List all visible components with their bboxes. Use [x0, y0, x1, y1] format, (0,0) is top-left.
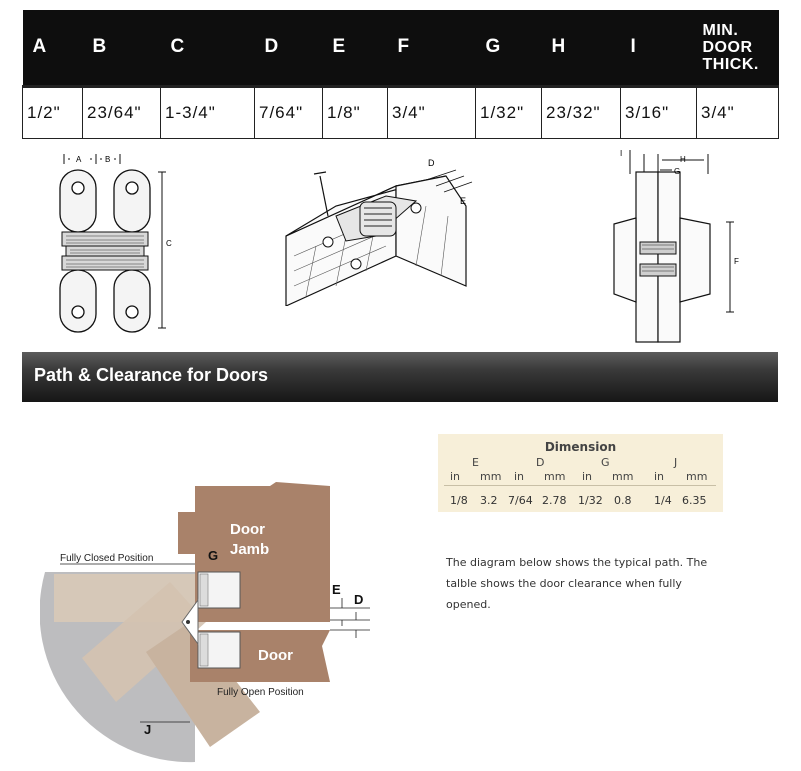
- header-min-door-thick: MIN. DOOR THICK.: [696, 10, 779, 86]
- dim-letter-d: D: [536, 456, 545, 469]
- dim-unit: mm: [612, 470, 634, 483]
- dim-unit: in: [514, 470, 525, 483]
- dim-value: 1/32: [578, 494, 603, 507]
- dimension-table: Dimension E D G J in mm in mm in mm in m…: [438, 434, 723, 512]
- side-label-f: F: [734, 257, 739, 266]
- header-i: I: [620, 10, 697, 86]
- header-b: B: [82, 10, 161, 86]
- dim-value: 0.8: [614, 494, 632, 507]
- dim-letter-g: G: [601, 456, 610, 469]
- value-e: 1/8": [322, 84, 388, 139]
- header-thick-line: THICK.: [702, 55, 759, 73]
- value-d: 7/64": [254, 84, 323, 139]
- value-min-door-thick: 3/4": [696, 84, 779, 139]
- fully-open-label: Fully Open Position: [217, 687, 304, 698]
- door-jamb-label-1: Door: [230, 521, 265, 538]
- header-c: C: [160, 10, 255, 86]
- side-label-i: I: [620, 149, 622, 158]
- dim-divider: [444, 485, 716, 486]
- value-c: 1-3/4": [160, 84, 255, 139]
- spec-header-row: A B C D E F G H I MIN. DOOR THICK.: [22, 10, 779, 86]
- dim-unit: mm: [480, 470, 502, 483]
- value-i: 3/16": [620, 84, 697, 139]
- value-a: 1/2": [22, 84, 83, 139]
- dim-unit: in: [582, 470, 593, 483]
- hinge-front-drawing: A B C: [59, 154, 172, 333]
- fully-closed-label: Fully Closed Position: [60, 553, 153, 564]
- header-e: E: [322, 10, 388, 86]
- caption: The diagram below shows the typical path…: [446, 552, 746, 615]
- hinge-side-drawing: I H G F: [613, 149, 739, 343]
- value-f: 3/4": [387, 84, 476, 139]
- header-door-line: DOOR: [702, 38, 753, 56]
- header-g: G: [475, 10, 542, 86]
- dim-value: 2.78: [542, 494, 567, 507]
- dim-value: 7/64: [508, 494, 533, 507]
- front-label-b: B: [105, 155, 110, 164]
- hinge-installed-drawing: D E: [285, 158, 473, 306]
- header-d: D: [254, 10, 323, 86]
- installed-label-d: D: [428, 158, 435, 168]
- door-swing-ghost: [82, 582, 206, 702]
- door-label: Door: [258, 647, 293, 664]
- dim-letter-e: E: [472, 456, 479, 469]
- clearance-diagram: Door Jamb Door Fully Closed Position Ful…: [40, 482, 370, 763]
- clearance-label-e: E: [332, 582, 341, 597]
- dim-unit: mm: [544, 470, 566, 483]
- value-g: 1/32": [475, 84, 542, 139]
- header-h: H: [541, 10, 621, 86]
- side-label-g: G: [674, 167, 680, 176]
- dim-value: 3.2: [480, 494, 498, 507]
- dim-value: 1/4: [654, 494, 672, 507]
- value-h: 23/32": [541, 84, 621, 139]
- header-min-line: MIN.: [702, 21, 739, 39]
- header-a: A: [22, 10, 83, 86]
- spec-value-row: 1/2" 23/64" 1-3/4" 7/64" 1/8" 3/4" 1/32"…: [22, 84, 779, 139]
- clearance-label-g: G: [208, 548, 218, 563]
- side-label-h: H: [680, 155, 686, 164]
- spec-table: A B C D E F G H I MIN. DOOR THICK. 1/2" …: [22, 10, 779, 139]
- door-jamb-label-2: Jamb: [230, 541, 269, 558]
- clearance-label-d: D: [354, 592, 363, 607]
- value-b: 23/64": [82, 84, 161, 139]
- door-open-ghost: [146, 622, 260, 747]
- section-title: Path & Clearance for Doors: [34, 365, 269, 385]
- front-label-c: C: [166, 239, 172, 248]
- installed-label-e: E: [460, 196, 466, 206]
- dim-letter-j: J: [674, 456, 678, 469]
- caption-line-3: opened.: [446, 598, 491, 611]
- caption-line-2: talble shows the door clearance when ful…: [446, 577, 682, 590]
- header-f: F: [387, 10, 476, 86]
- section-header-bar: Path & Clearance for Doors: [22, 352, 778, 402]
- dim-value: 1/8: [450, 494, 468, 507]
- dim-value: 6.35: [682, 494, 707, 507]
- dim-unit: mm: [686, 470, 708, 483]
- front-label-a: A: [76, 155, 82, 164]
- clearance-label-j: J: [144, 722, 151, 737]
- caption-line-1: The diagram below shows the typical path…: [446, 556, 708, 569]
- dimension-title: Dimension: [544, 440, 617, 454]
- dim-unit: in: [450, 470, 461, 483]
- dim-unit: in: [654, 470, 665, 483]
